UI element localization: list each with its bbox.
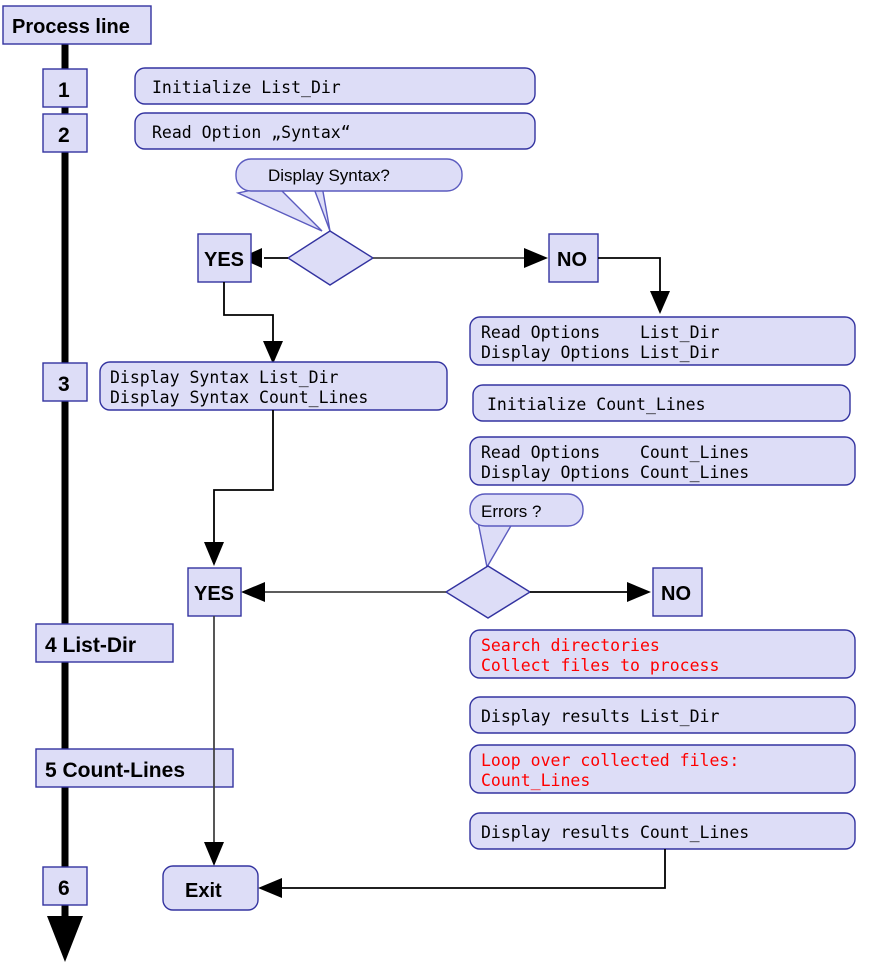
node-loop-over-files-line2: Count_Lines xyxy=(481,771,590,790)
step-marker-1-number: 1 xyxy=(58,79,70,102)
node-read-option-syntax: Read Option „Syntax“ xyxy=(134,112,536,150)
node-display-syntax: Display Syntax List_Dir Display Syntax C… xyxy=(99,361,448,411)
node-no-1: NO xyxy=(548,233,599,283)
callout-display-syntax-question: Display Syntax? xyxy=(235,158,463,232)
step-marker-2: 2 xyxy=(42,113,88,153)
callout-display-syntax-question-label: Display Syntax? xyxy=(268,166,390,185)
process-line-arrowhead xyxy=(47,916,83,962)
step-marker-5-label: 5 Count-Lines xyxy=(45,759,185,782)
node-exit-label: Exit xyxy=(185,880,222,902)
node-search-directories-line1: Search directories xyxy=(481,636,660,655)
connector-yes1-to-display-syntax xyxy=(223,282,283,364)
node-read-options-list-dir: Read Options List_Dir Display Options Li… xyxy=(469,316,856,366)
node-yes-1-label: YES xyxy=(204,249,244,271)
process-line-title-label: Process line xyxy=(12,16,130,38)
node-read-options-count-lines-line1: Read Options Count_Lines xyxy=(481,443,749,462)
node-read-options-list-dir-line2: Display Options List_Dir xyxy=(481,343,719,362)
node-read-options-count-lines-line2: Display Options Count_Lines xyxy=(481,463,749,482)
connector-no1-to-read-options xyxy=(598,257,670,314)
callout-errors-question-label: Errors ? xyxy=(481,502,541,521)
node-initialize-count-lines: Initialize Count_Lines xyxy=(472,384,851,422)
node-no-2-label: NO xyxy=(661,583,691,605)
decision-errors xyxy=(444,565,532,619)
node-display-results-list-dir-label: Display results List_Dir xyxy=(481,707,719,726)
node-search-directories-line2: Collect files to process xyxy=(481,656,719,675)
node-display-results-count-lines: Display results Count_Lines xyxy=(469,812,856,850)
node-search-directories: Search directories Collect files to proc… xyxy=(469,629,856,679)
step-marker-3: 3 xyxy=(42,362,88,402)
node-exit: Exit xyxy=(162,865,259,911)
node-read-option-syntax-label: Read Option „Syntax“ xyxy=(152,123,351,142)
node-no-2: NO xyxy=(652,567,703,617)
node-initialize-list-dir: Initialize List_Dir xyxy=(134,67,536,105)
step-marker-4-label: 4 List-Dir xyxy=(45,634,136,657)
node-yes-2: YES xyxy=(187,567,242,617)
connector-decision2-to-yes2 xyxy=(241,582,446,602)
node-initialize-list-dir-label: Initialize List_Dir xyxy=(152,78,341,97)
connector-decision2-to-no2 xyxy=(530,582,651,602)
node-initialize-count-lines-label: Initialize Count_Lines xyxy=(487,395,706,414)
node-display-results-list-dir: Display results List_Dir xyxy=(469,696,856,734)
step-marker-6-number: 6 xyxy=(58,877,70,900)
node-no-1-label: NO xyxy=(557,249,587,271)
node-display-syntax-line2: Display Syntax Count_Lines xyxy=(110,388,368,407)
connector-results-to-exit xyxy=(258,849,666,898)
node-yes-1: YES xyxy=(197,233,252,283)
process-line-spine xyxy=(47,44,83,962)
step-marker-5: 5 Count-Lines xyxy=(35,748,234,788)
connector-yes2-to-exit xyxy=(204,616,224,866)
node-yes-2-label: YES xyxy=(194,583,234,605)
step-marker-1: 1 xyxy=(42,68,88,108)
step-marker-4: 4 List-Dir xyxy=(35,623,174,663)
connector-decision1-to-no xyxy=(373,248,548,268)
node-display-syntax-line1: Display Syntax List_Dir xyxy=(110,368,339,387)
callout-errors-question: Errors ? xyxy=(469,493,584,569)
step-marker-6: 6 xyxy=(42,866,88,906)
step-marker-3-number: 3 xyxy=(58,373,70,396)
node-display-results-count-lines-label: Display results Count_Lines xyxy=(481,823,749,842)
node-read-options-list-dir-line1: Read Options List_Dir xyxy=(481,323,719,342)
decision-display-syntax xyxy=(286,230,375,286)
step-marker-2-number: 2 xyxy=(58,124,70,147)
node-loop-over-files-line1: Loop over collected files: xyxy=(481,751,739,770)
connector-display-syntax-to-yes2 xyxy=(204,410,274,566)
node-read-options-count-lines: Read Options Count_Lines Display Options… xyxy=(469,436,856,486)
process-line-title: Process line xyxy=(2,5,152,45)
node-loop-over-files: Loop over collected files: Count_Lines xyxy=(469,744,856,794)
